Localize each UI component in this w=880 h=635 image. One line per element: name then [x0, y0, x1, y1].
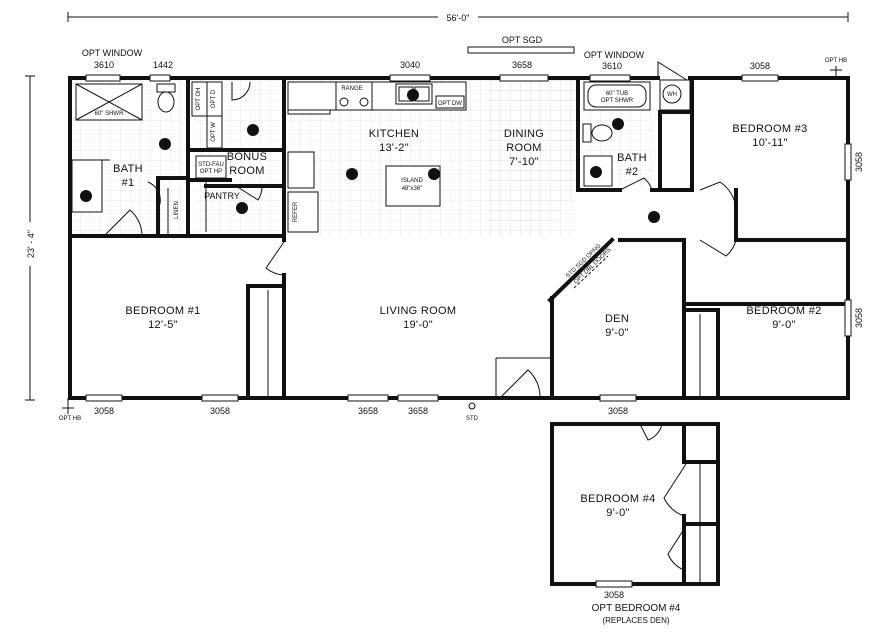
- bedroom3-size: 10'-11": [752, 137, 787, 149]
- linen-closet: LINEN: [167, 188, 180, 234]
- right-3058-a-label: 3058: [854, 152, 864, 172]
- dining-size: 7'-10": [509, 156, 539, 168]
- shower-label: 60" SHWR: [95, 111, 124, 117]
- opt-oh-label: OPT OH: [196, 88, 202, 111]
- bedroom4-size: 9'-0": [606, 507, 629, 519]
- windows: [85, 46, 852, 588]
- kitchen-size: 13'-2": [379, 142, 409, 154]
- w3040-label: 3040: [400, 60, 420, 70]
- bedroom3-name: BEDROOM #3: [732, 123, 807, 135]
- range: RANGE: [335, 81, 373, 111]
- w1442-label: 1442: [153, 60, 173, 70]
- b3058-1-label: 3058: [94, 406, 114, 416]
- bottom-labels: OPT HB 3058 3058 3658 3658 STD 3058 3058…: [59, 406, 681, 625]
- dining-tile-floor: [488, 80, 576, 236]
- pantry-label: PANTRY: [204, 191, 240, 201]
- overall-width-label: 56'-0": [447, 13, 470, 23]
- refer-label: REFER: [293, 201, 299, 222]
- b3058-2-label: 3058: [210, 406, 230, 416]
- opt-dw-label: OPT DW: [438, 101, 462, 107]
- bath2-toilet: [582, 123, 613, 143]
- b3058-4-label: 3058: [604, 590, 624, 600]
- island-size-label: 48"x36": [402, 186, 423, 192]
- w3610-left-label: 3610: [94, 60, 114, 70]
- island-label: ISLAND: [401, 178, 423, 184]
- b3658-1-label: 3658: [358, 406, 378, 416]
- refrigerator: REFER: [287, 191, 319, 233]
- opt-window-right-label: OPT WINDOW: [584, 50, 645, 60]
- den-size: 9'-0": [605, 327, 628, 339]
- den-name: DEN: [605, 313, 629, 325]
- bath2-name: BATH: [617, 152, 647, 164]
- opt-bedroom4-label: OPT BEDROOM #4: [592, 603, 681, 614]
- kitchen-name: KITCHEN: [369, 128, 419, 140]
- bonus-line1: BONUS: [227, 151, 268, 163]
- living-name: LIVING ROOM: [380, 305, 457, 317]
- std-fau-label: STD-FAU: [198, 162, 224, 168]
- opt-w-label: OPT W: [211, 122, 217, 142]
- replaces-den-label: (REPLACES DEN): [602, 616, 669, 625]
- laundry-appliances: OPT OH OPT D OPT W: [191, 81, 223, 149]
- wh-label: WH: [667, 92, 677, 98]
- room-labels: BATH #1 BONUS ROOM KITCHEN 13'-2" DINING…: [113, 123, 821, 519]
- opt-window-left-label: OPT WINDOW: [82, 48, 143, 58]
- opt-hp-label: OPT HP: [200, 169, 222, 175]
- dishwasher: OPT DW: [435, 95, 465, 109]
- opt-sgd-label: OPT SGD: [502, 35, 543, 45]
- bath1-shower: 60" SHWR: [75, 83, 143, 121]
- bath1-name: BATH: [113, 163, 143, 175]
- b3658-2-label: 3658: [408, 406, 428, 416]
- living-size: 19'-0": [403, 319, 433, 331]
- tub-label-2: OPT SHWR: [601, 98, 634, 104]
- bath1-toilet: [156, 83, 176, 113]
- bath2-num: #2: [626, 166, 639, 178]
- bonus-line2: ROOM: [229, 165, 264, 177]
- tub-label-1: 60" TUB: [606, 91, 628, 97]
- opt-hb-right-label: OPT HB: [825, 58, 847, 64]
- dining-line2: ROOM: [506, 142, 541, 154]
- top-labels: OPT WINDOW 3610 1442 3040 OPT SGD 3658 O…: [82, 35, 847, 71]
- right-3058-b-label: 3058: [854, 308, 864, 328]
- std-label: STD: [466, 416, 479, 422]
- bedroom1-size: 12'-5": [148, 319, 178, 331]
- side-counter: [287, 151, 315, 189]
- water-heater: WH: [659, 79, 691, 111]
- doors: [103, 81, 737, 571]
- bath2-tub: 60" TUB OPT SHWR: [583, 81, 651, 111]
- bedroom4-name: BEDROOM #4: [580, 493, 655, 505]
- overall-depth-dimension: 23' - 4": [22, 75, 38, 401]
- hose-bibs: [62, 66, 842, 414]
- range-label: RANGE: [341, 86, 362, 92]
- ceiling-lights: [80, 89, 660, 223]
- overall-width-dimension: 56'-0": [67, 11, 849, 23]
- kitchen-island: ISLAND 48"x36": [385, 165, 441, 207]
- dining-line1: DINING: [504, 128, 544, 140]
- opt-d-label: OPT D: [211, 89, 217, 108]
- bath1-num: #1: [122, 177, 135, 189]
- furnace: STD-FAU OPT HP: [195, 155, 227, 179]
- bedroom1-name: BEDROOM #1: [125, 305, 200, 317]
- overall-depth-label: 23' - 4": [26, 230, 36, 258]
- interior-walls: [68, 76, 850, 400]
- w3058-top-label: 3058: [750, 61, 770, 71]
- bath1-sink: [71, 159, 103, 213]
- linen-label: LINEN: [174, 201, 180, 219]
- w3610-right-label: 3610: [602, 61, 622, 71]
- bedroom2-size: 9'-0": [772, 319, 795, 331]
- bedroom2-name: BEDROOM #2: [746, 305, 821, 317]
- opt-hb-left-label: OPT HB: [59, 416, 81, 422]
- optional-bedroom4-walls: [550, 422, 720, 586]
- b3058-3-label: 3058: [608, 406, 628, 416]
- w3658-top-label: 3658: [512, 60, 532, 70]
